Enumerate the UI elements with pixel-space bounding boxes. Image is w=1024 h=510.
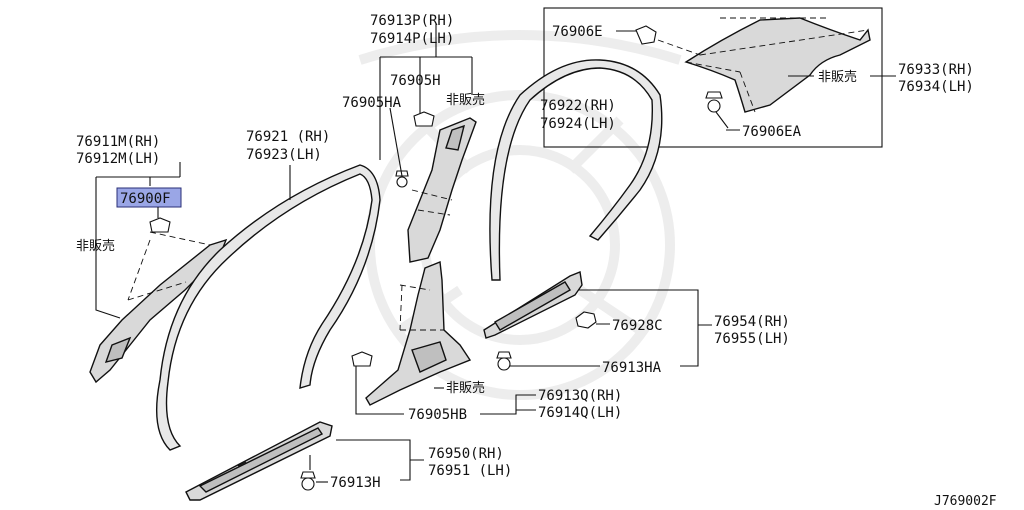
rear-pillar-trim[interactable] <box>684 17 871 113</box>
label-76914P: 76914P(LH) <box>370 31 454 47</box>
label-76905HB: 76905HB <box>408 407 467 423</box>
label-76955: 76955(LH) <box>714 331 790 347</box>
label-76954: 76954(RH) <box>714 314 790 330</box>
center-pillar-lower-trim[interactable] <box>365 261 472 406</box>
label-76906EA: 76906EA <box>742 124 802 140</box>
label-76923: 76923(LH) <box>246 147 322 163</box>
label-76928C: 76928C <box>612 318 663 334</box>
label-not-sold-2: 非販売 <box>818 69 857 85</box>
clip-76900F[interactable] <box>149 217 171 233</box>
diagram-reference-code: J769002F <box>934 494 997 509</box>
label-76913Q: 76913Q(RH) <box>538 388 622 404</box>
front-kicking-plate-group: 76950(RH) 76951 (LH) 76913H <box>185 421 512 501</box>
clip-76905HB[interactable] <box>351 351 373 367</box>
label-not-sold-4: 非販売 <box>446 380 485 396</box>
label-76913P: 76913P(RH) <box>370 13 454 29</box>
label-76951: 76951 (LH) <box>428 463 512 479</box>
label-not-sold-3: 非販売 <box>76 238 115 254</box>
clip-76905H[interactable] <box>413 111 435 127</box>
center-pillar-lower-group: 非販売 76905HB 76913Q(RH) 76914Q(LH) <box>351 261 622 423</box>
highlight-76900F <box>116 187 182 208</box>
clip-76913HA[interactable] <box>496 351 512 371</box>
front-pillar-group: 76911M(RH) 76912M(LH) 76900F 非販売 <box>76 134 228 384</box>
label-76913HA: 76913HA <box>602 360 662 376</box>
label-76921: 76921 (RH) <box>246 129 330 145</box>
clip-76906E[interactable] <box>635 25 657 45</box>
front-door-weatherstrip[interactable] <box>155 164 381 451</box>
label-76900F: 76900F <box>120 191 171 207</box>
label-76922: 76922(RH) <box>540 98 616 114</box>
clip-76906EA[interactable] <box>705 91 723 113</box>
clip-76928C[interactable] <box>575 311 597 329</box>
rear-door-seal-group: 76922(RH) 76924(LH) <box>489 59 663 281</box>
label-76905HA: 76905HA <box>342 95 402 111</box>
rear-kicking-plate-group: 76928C 76954(RH) 76955(LH) 76913HA <box>483 271 790 376</box>
label-76906E: 76906E <box>552 24 603 40</box>
label-76912M: 76912M(LH) <box>76 151 160 167</box>
label-not-sold-1: 非販売 <box>446 92 485 108</box>
label-76933: 76933(RH) <box>898 62 974 78</box>
label-76905H: 76905H <box>390 73 441 89</box>
front-door-seal-group: 76921 (RH) 76923(LH) <box>155 129 381 451</box>
label-76913H: 76913H <box>330 475 381 491</box>
center-pillar-upper-trim[interactable] <box>407 117 477 263</box>
label-76934: 76934(LH) <box>898 79 974 95</box>
rear-door-weatherstrip[interactable] <box>489 59 663 281</box>
clip-76913H[interactable] <box>300 471 316 491</box>
center-pillar-upper-group: 76913P(RH) 76914P(LH) 76905H 76905HA 非販売 <box>342 13 485 263</box>
label-76924: 76924(LH) <box>540 116 616 132</box>
label-76914Q: 76914Q(LH) <box>538 405 622 421</box>
label-76911M: 76911M(RH) <box>76 134 160 150</box>
label-76950: 76950(RH) <box>428 446 504 462</box>
